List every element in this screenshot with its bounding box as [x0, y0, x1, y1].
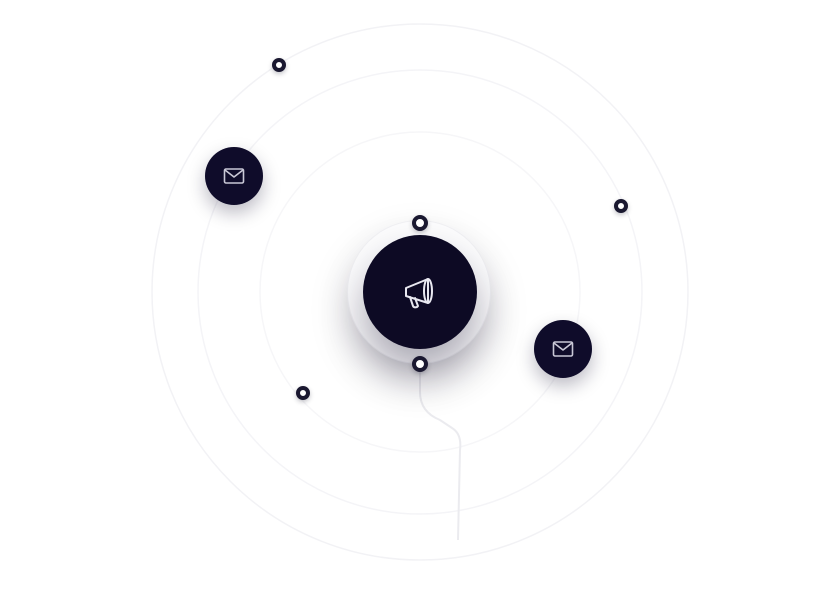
inner-orbit-ring	[259, 131, 581, 453]
envelope-icon	[552, 341, 574, 357]
orbit-marker	[296, 386, 310, 400]
outer-orbit-ring	[151, 23, 689, 561]
satellite-node-email-left[interactable]	[205, 147, 263, 205]
orbit-marker	[272, 58, 286, 72]
middle-orbit-ring	[197, 69, 643, 515]
envelope-icon	[223, 168, 245, 184]
connector-line	[419, 372, 462, 541]
satellite-node-email-right[interactable]	[534, 320, 592, 378]
orbit-marker	[614, 199, 628, 213]
orbit-marker	[412, 215, 428, 231]
megaphone-icon	[405, 278, 433, 309]
hub-node[interactable]	[363, 235, 477, 349]
orbit-marker	[412, 356, 428, 372]
